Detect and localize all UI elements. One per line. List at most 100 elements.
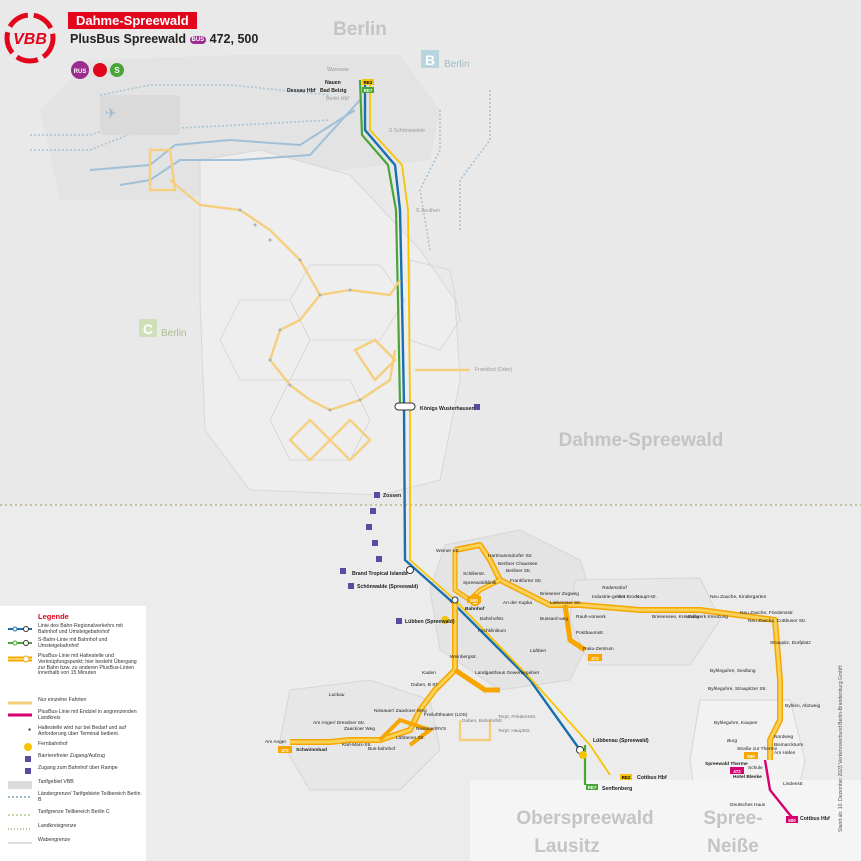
stop-hotel-bleske: Hotel Bleske — [733, 774, 762, 780]
stop-neuzauche-c: Neu Zauche, Cottbuser Str. — [748, 618, 806, 624]
stop-freiluft: Freilufttheater (LDS) — [424, 712, 468, 718]
legend-item-fernbahnhof: Fernbahnhof — [0, 741, 146, 752]
stop-terpt-1: Terpt, Friedensstr. — [498, 714, 536, 720]
badge-re2: RE2 — [364, 80, 373, 85]
station-badbelzig: Bad Belzig — [320, 88, 347, 94]
station-koenigswh: Königs Wusterhausen — [420, 406, 475, 412]
mode-icons: RUS S — [71, 61, 124, 79]
stop-industrie: Industrie-gebiet — [592, 594, 626, 600]
station-zeuthen: S Zeuthen — [416, 208, 440, 214]
stop-spreewaldkl: Spreewaldklinik — [463, 580, 497, 586]
stop-terpt-2: Terpt, Hauptstr. — [498, 728, 531, 734]
station-luebben: Lübben (Spreewald) — [405, 619, 455, 625]
plusbus-line-472 — [290, 600, 500, 747]
bus-badge-icon: BUS — [189, 35, 207, 44]
stop-kupka: An der Kupka — [503, 600, 532, 606]
stop-kaden: Kaden — [422, 670, 436, 676]
legend-item-tarifgebiet: Tarifgebiet VBB — [0, 779, 146, 790]
stop-busswerk: Bussard-weg — [540, 616, 568, 622]
stop-landgasthaus: Landgasthaus Gewerbegebiet — [475, 670, 540, 676]
stop-amhafen: Am Hafen — [774, 750, 796, 756]
stop-nissauer: Nissauer/ Zaackoer Weg — [374, 708, 427, 714]
badge-500-pink: 500 — [788, 818, 796, 823]
stop-luebbenbhf: Bahnhof — [465, 606, 485, 612]
airport-area — [100, 95, 180, 135]
stop-schwimmbad: Schwimmbad — [296, 747, 327, 753]
zone-b-marker: B Berlin — [421, 50, 470, 70]
legend-item-plusbus: PlusBus-Linie mit Haltestelle und Verknü… — [0, 653, 146, 684]
badge-472-luckau: 472 — [281, 748, 289, 753]
stop-busbhf: Bus-bahnhof — [368, 746, 396, 752]
station-dessau: Dessau Hbf — [287, 88, 316, 94]
stop-bismarck: Bismarckturm — [774, 742, 803, 748]
badge-500: 500 — [470, 598, 478, 603]
stop-luckau: Luckau — [329, 692, 345, 698]
stop-liebero: Lieberoser Str. — [550, 600, 581, 606]
region-berlin: Berlin — [333, 19, 387, 40]
station-wannsee: Wannsee — [327, 67, 349, 73]
stop-byhlen-ab: Byhlen, Abzweig — [785, 703, 821, 709]
region-oberspreewald: Oberspreewald — [516, 808, 653, 829]
stop-am-anger-2: Am Anger/ Dresdner Str. — [313, 720, 365, 726]
barrier-free-icons — [340, 404, 480, 624]
station-cottbus-2: Cottbus Hbf — [800, 816, 830, 822]
svg-text:VBB: VBB — [13, 31, 47, 48]
stop-straupitz: Straupitz, Dorfplatz — [770, 640, 811, 646]
stop-strasse-therme: Straße zur Therme — [737, 746, 777, 752]
stop-am-anger: Am Anger — [265, 739, 286, 745]
stop-briesensee: Briesensee, Kreuzung — [652, 614, 700, 620]
stop-byhl-strau: Byhleguhre, Straupitzer Str. — [708, 686, 767, 692]
stop-neuzauche-k: Neu Zauche, Kindergarten — [710, 594, 767, 600]
legend-item-sbahn: S-Bahn-Linie mit Bahnhof und Umsteigebah… — [0, 637, 146, 649]
stop-schule: Schule — [748, 765, 763, 771]
stop-duben: Duben, B 87 — [411, 682, 438, 688]
svg-text:C: C — [143, 321, 153, 337]
plusbus-line-500 — [452, 542, 783, 760]
legend-item-on-demand: * Haltestelle wird nur bei Bedarf und au… — [28, 725, 126, 737]
stop-neuzauche-f: Neu Zauche, Friedensstr. — [740, 610, 794, 616]
header-plusbus-name: PlusBus Spreewald — [70, 32, 187, 46]
legend-item-wabengrenze: Wabengrenze — [8, 837, 71, 844]
stop-postbaum: Postbaumstr. — [576, 630, 604, 636]
badge-re7: RE7 — [364, 88, 373, 93]
stop-zaackoer: Zaackoer Weg — [344, 726, 375, 732]
badge-re2-south: RE2 — [622, 775, 631, 780]
legend-item-rampe: Zugang zum Bahnhof über Rampe — [0, 765, 146, 776]
stop-deutsches-haus: Deutsches Haus — [730, 802, 766, 808]
plane-icon: ✈ — [105, 105, 117, 121]
stop-fachklinik: Fachklinikum — [478, 628, 506, 634]
svg-text:Berlin: Berlin — [444, 59, 470, 70]
stop-weiner: Weiner Str. — [436, 548, 460, 554]
zone-c-marker: C Berlin — [139, 319, 187, 339]
badge-472-ruku: 472 — [591, 656, 599, 661]
stop-berlinstr: Berliner Str. — [506, 568, 531, 574]
stop-ruku: Ruku-Zentrum — [583, 646, 614, 652]
stop-nissauer-rvs: Nissauer/RVS — [416, 726, 446, 732]
berlin-area — [40, 55, 440, 200]
station-luebbenau: Lübbenau (Spreewald) — [593, 738, 649, 744]
stop-weinberg: Weinbergstr. — [450, 654, 477, 660]
badge-472-pink: 472 — [733, 769, 741, 774]
stop-bahnhofstr: Bahnhofstr. — [480, 616, 504, 622]
header-lines: 472, 500 — [209, 32, 259, 46]
station-schoeneweide: S Schöneweide — [389, 128, 425, 134]
stop-schiller: Schillerstr. — [463, 571, 485, 577]
legend-item-regio: Linie des Bahn-Regionalverkehrs mit Bahn… — [0, 623, 146, 635]
svg-text:S: S — [114, 66, 120, 75]
badge-re7-south: RE7 — [588, 785, 597, 790]
station-markers — [394, 402, 587, 759]
station-cottbus: Cottbus Hbf — [637, 775, 667, 781]
legend-item-single-trips: Nur einzelne Fahrten — [8, 697, 87, 705]
header-title: Dahme-Spreewald — [68, 12, 197, 29]
stop-byhl-sied: Byhleguhre, Siedlung — [710, 668, 756, 674]
stop-nordweg: Nordweg — [774, 734, 794, 740]
station-schoenwalde: Schönwalde (Spreewald) — [357, 584, 418, 590]
stop-luebben-town: Lübben — [530, 648, 546, 654]
svg-text:B: B — [425, 52, 435, 68]
stop-duben-bhf: Duben, Bahnhofstr. — [462, 718, 503, 724]
legend-item-barrierefrei: Barrierefreier Zugang/Aufzug — [0, 753, 146, 764]
svg-text:Berlin: Berlin — [161, 328, 187, 339]
legend-item-laendergrenze: Ländergrenze/ Tarifgebiete Teilbereich B… — [8, 791, 141, 803]
station-zossen: Zossen — [383, 493, 401, 499]
station-berlinhbf: Berlin Hbf — [326, 96, 349, 102]
